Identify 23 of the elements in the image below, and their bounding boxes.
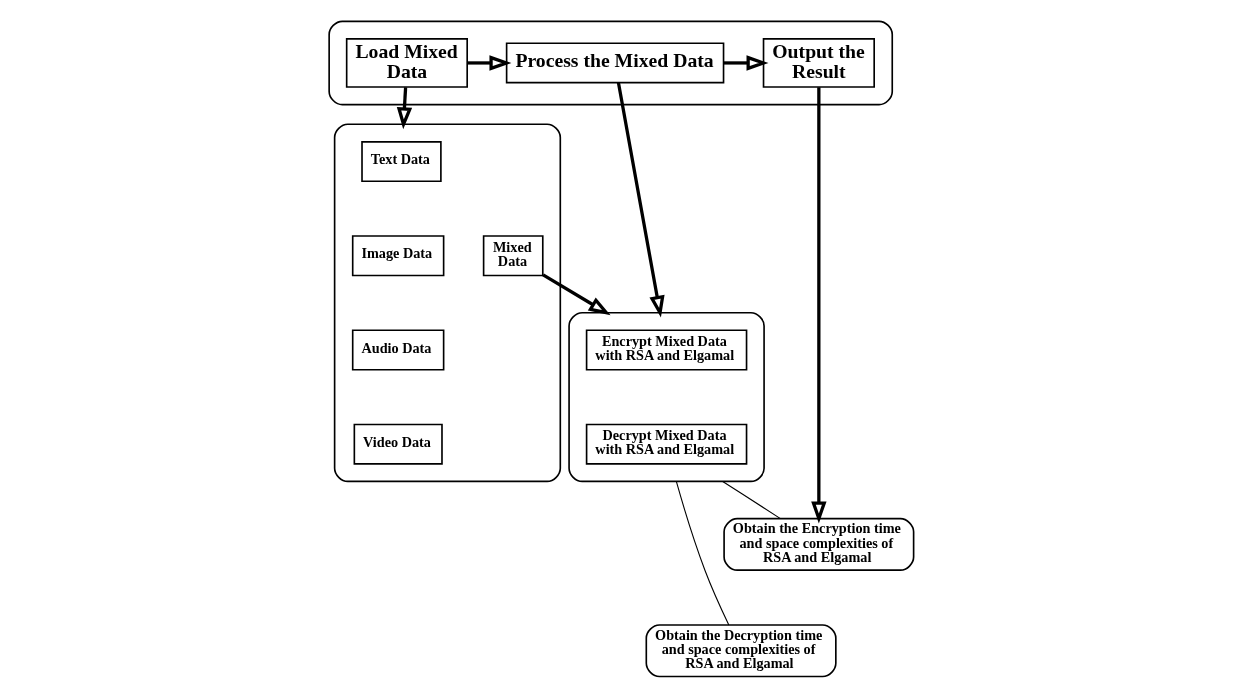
arrow bbox=[616, 82, 665, 318]
node-box: Encrypt Mixed Data with RSA and Elgamal bbox=[585, 329, 748, 371]
node-box: Video Data bbox=[353, 423, 443, 465]
node-box: Process the Mixed Data bbox=[505, 42, 725, 84]
arrow bbox=[542, 273, 611, 316]
node-box: Obtain the Encryption time and space complexities of RSA and Elgamal bbox=[723, 517, 915, 571]
arrow bbox=[811, 87, 827, 524]
arrow bbox=[723, 55, 769, 71]
connector bbox=[675, 480, 730, 626]
node-box: Decrypt Mixed Data with RSA and Elgamal bbox=[585, 423, 748, 465]
node-box: Obtain the Decryption time and space complexities of RSA and Elgamal bbox=[645, 624, 837, 678]
node-box: Text Data bbox=[361, 141, 442, 183]
arrow bbox=[396, 87, 413, 130]
node-box: Image Data bbox=[351, 235, 445, 277]
node-box: Load Mixed Data bbox=[345, 38, 468, 88]
node-box: Audio Data bbox=[351, 329, 445, 371]
node-box: Mixed Data bbox=[482, 235, 544, 277]
cluster bbox=[333, 123, 562, 483]
cluster bbox=[568, 311, 765, 483]
connector bbox=[722, 480, 781, 520]
node-box: Output the Result bbox=[762, 38, 875, 88]
cluster bbox=[328, 20, 894, 106]
arrow bbox=[467, 55, 512, 71]
